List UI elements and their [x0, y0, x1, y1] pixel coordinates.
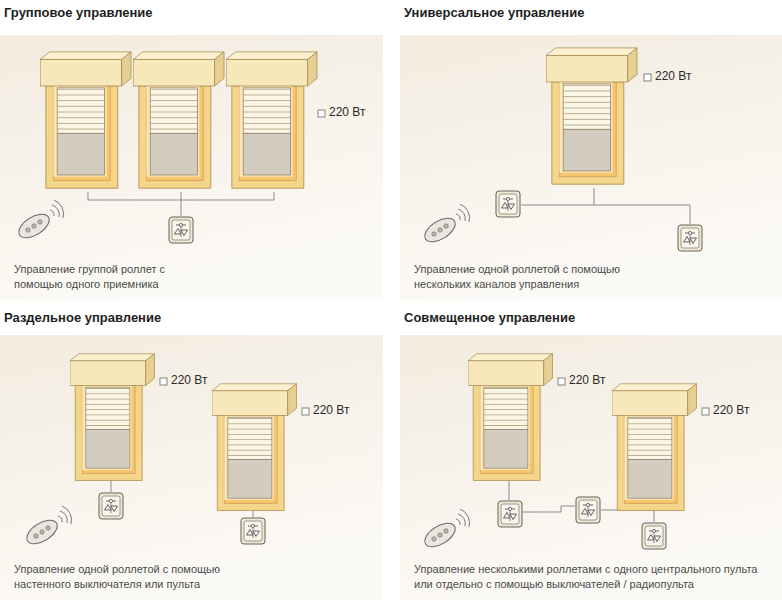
voltage-label: 220 Вт — [313, 403, 349, 417]
panel-caption: Управление несколькими роллетами с одног… — [400, 562, 776, 600]
panel-ground — [0, 335, 383, 600]
power-terminal — [644, 74, 651, 81]
roller-shutter — [40, 52, 131, 188]
panel-ground — [0, 35, 383, 300]
roller-shutter — [212, 384, 296, 511]
control-panel: Универсальное управлениеУправление одной… — [400, 2, 782, 300]
radio-remote — [23, 506, 72, 549]
roller-shutter — [546, 48, 637, 184]
radio-remote — [421, 204, 470, 247]
voltage-label: 220 Вт — [171, 373, 207, 387]
power-terminal — [318, 110, 325, 117]
wall-switch — [642, 523, 666, 549]
wall-switch — [498, 501, 522, 527]
panel-heading: Раздельное управление — [0, 307, 383, 325]
wall-switch — [496, 191, 520, 217]
panel-ground — [400, 35, 782, 300]
control-panel: Раздельное управлениеУправление одной ро… — [0, 307, 383, 600]
wall-switch — [678, 225, 702, 251]
roller-shutter — [226, 52, 317, 188]
panel-heading: Совмещенное управление — [400, 307, 782, 325]
voltage-label: 220 Вт — [569, 373, 605, 387]
power-terminal — [160, 378, 167, 385]
voltage-label-holder: 220 Вт — [655, 69, 691, 83]
roller-shutter — [133, 52, 224, 188]
radio-remote — [421, 509, 470, 552]
voltage-label: 220 Вт — [713, 403, 749, 417]
wall-switch — [169, 217, 193, 243]
control-panel: Групповое управлениеУправление группой р… — [0, 2, 383, 300]
roller-shutter — [612, 384, 696, 511]
voltage-label-holder: 220 Вт — [171, 373, 207, 387]
voltage-label-holder: 220 Вт — [713, 403, 749, 417]
power-terminal — [702, 408, 709, 415]
roller-shutter — [70, 354, 154, 481]
voltage-label-holder: 220 Вт — [313, 403, 349, 417]
wall-switch — [576, 497, 600, 523]
wall-switch — [99, 493, 123, 519]
panel-caption: Управление группой роллет с помощью одно… — [0, 262, 204, 300]
voltage-label: 220 Вт — [655, 69, 691, 83]
panel-caption: Управление одной роллетой с помощью неск… — [400, 262, 644, 300]
wall-switch — [241, 518, 265, 544]
power-terminal — [558, 378, 565, 385]
voltage-label: 220 Вт — [329, 105, 365, 119]
wires — [88, 188, 690, 522]
panel-heading: Групповое управление — [0, 2, 383, 20]
voltage-label-holder: 220 Вт — [329, 105, 365, 119]
voltage-label-holder: 220 Вт — [569, 373, 605, 387]
control-panel: Совмещенное управлениеУправление несколь… — [400, 307, 782, 600]
power-terminal — [302, 408, 309, 415]
panel-caption: Управление одной роллетой с помощью наст… — [0, 562, 254, 600]
roller-shutter — [468, 354, 552, 481]
panel-ground — [400, 335, 782, 600]
radio-remote — [15, 200, 64, 243]
panel-heading: Универсальное управление — [400, 2, 782, 20]
